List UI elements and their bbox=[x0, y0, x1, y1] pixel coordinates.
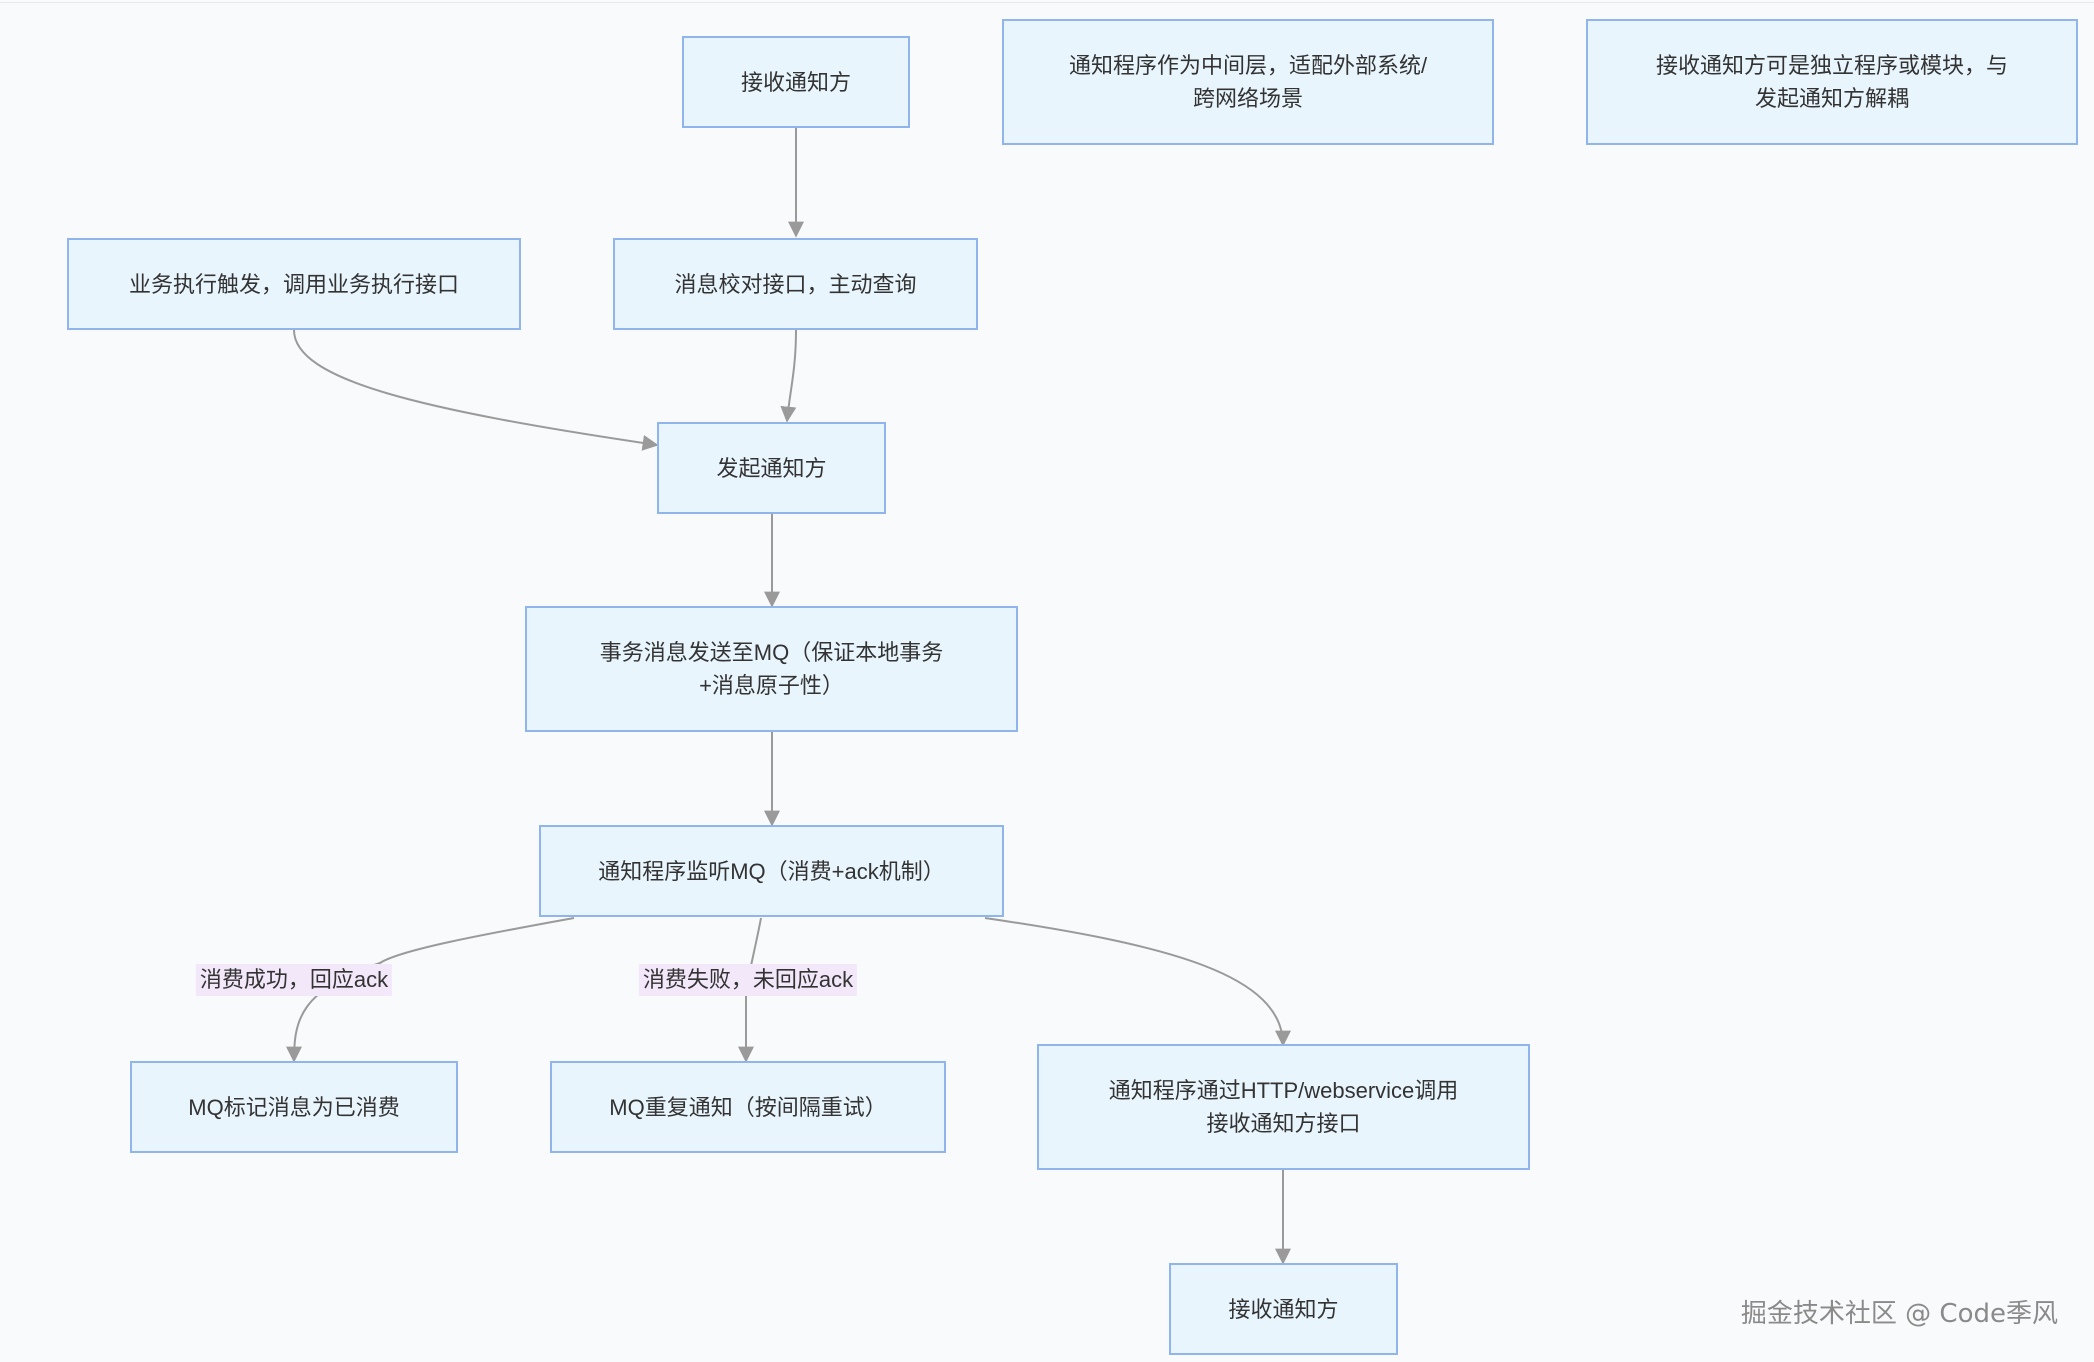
node-business-trigger: 业务执行触发，调用业务执行接口 bbox=[67, 238, 521, 330]
note-middle-layer-line2: 跨网络场景 bbox=[1192, 86, 1303, 111]
note-middle-layer: 通知程序作为中间层，适配外部系统/ 跨网络场景 bbox=[1002, 19, 1494, 145]
note-decouple: 接收通知方可是独立程序或模块，与 发起通知方解耦 bbox=[1586, 19, 2078, 145]
edge-listener-to-http bbox=[984, 917, 1291, 1047]
edge-listener-to-marked bbox=[286, 917, 575, 1063]
node-mq-retry: MQ重复通知（按间隔重试） bbox=[550, 1061, 946, 1153]
node-business-trigger-label: 业务执行触发，调用业务执行接口 bbox=[128, 271, 459, 297]
node-mq-mark-consumed-label: MQ标记消息为已消费 bbox=[188, 1094, 400, 1120]
node-message-check-label: 消息校对接口，主动查询 bbox=[674, 271, 917, 297]
node-message-check: 消息校对接口，主动查询 bbox=[613, 238, 978, 330]
watermark: 掘金技术社区 @ Code季风 bbox=[1740, 1299, 2058, 1329]
node-http-call-line1: 通知程序通过HTTP/webservice调用 bbox=[1108, 1078, 1459, 1103]
node-listener-label: 通知程序监听MQ（消费+ack机制） bbox=[598, 858, 945, 884]
node-http-call-line2: 接收通知方接口 bbox=[1206, 1111, 1361, 1136]
node-receiver-top-label: 接收通知方 bbox=[740, 69, 851, 95]
node-receiver-bottom-label: 接收通知方 bbox=[1228, 1296, 1339, 1322]
node-transaction-msg-line2: +消息原子性） bbox=[699, 673, 844, 698]
edge-label-consume-success: 消费成功，回应ack bbox=[195, 964, 393, 996]
node-transaction-msg: 事务消息发送至MQ（保证本地事务 +消息原子性） bbox=[525, 606, 1018, 732]
node-receiver-bottom: 接收通知方 bbox=[1169, 1263, 1398, 1355]
note-middle-layer-line1: 通知程序作为中间层，适配外部系统/ bbox=[1068, 53, 1428, 78]
note-decouple-line2: 发起通知方解耦 bbox=[1754, 86, 1909, 111]
edge-business-to-initiator bbox=[293, 329, 659, 451]
note-decouple-line1: 接收通知方可是独立程序或模块，与 bbox=[1655, 53, 2008, 78]
edge-label-consume-fail: 消费失败，未回应ack bbox=[638, 964, 858, 996]
node-mq-mark-consumed: MQ标记消息为已消费 bbox=[130, 1061, 458, 1153]
node-mq-retry-label: MQ重复通知（按间隔重试） bbox=[609, 1094, 887, 1120]
edge-check-to-initiator bbox=[780, 329, 797, 423]
node-initiator: 发起通知方 bbox=[657, 422, 886, 514]
node-transaction-msg-line1: 事务消息发送至MQ（保证本地事务 bbox=[599, 640, 944, 665]
node-receiver-top: 接收通知方 bbox=[682, 36, 910, 128]
top-divider bbox=[0, 2, 2094, 3]
node-http-call: 通知程序通过HTTP/webservice调用 接收通知方接口 bbox=[1037, 1044, 1530, 1170]
node-initiator-label: 发起通知方 bbox=[716, 455, 827, 481]
node-listener: 通知程序监听MQ（消费+ack机制） bbox=[539, 825, 1004, 917]
